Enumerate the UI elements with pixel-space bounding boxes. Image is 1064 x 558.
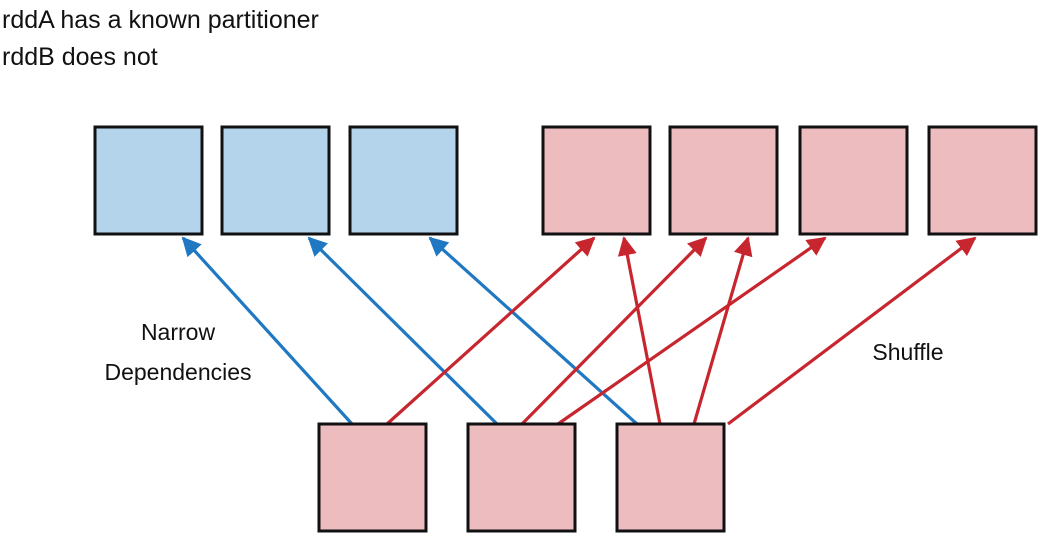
partition-boxes [93, 125, 1038, 533]
rdd-a-partition-1 [220, 125, 331, 236]
rdd-b-partition-0 [541, 125, 652, 236]
narrow-label-line-2: Dependencies [104, 359, 251, 385]
rdd-a-partition-0 [93, 125, 204, 236]
shuffle-dependency-arrow-5 [727, 236, 977, 426]
rdd-b-partition-2 [798, 125, 909, 236]
narrow-dependency-arrow-1 [307, 236, 499, 426]
shuffle-label: Shuffle [872, 339, 943, 365]
caption-line-1: rddA has a known partitioner [2, 6, 319, 34]
shuffle-dependency-arrow-0 [385, 236, 596, 426]
narrow-label-line-1: Narrow [141, 319, 216, 345]
result-partition-0 [317, 422, 428, 533]
shuffle-dependency-arrow-1 [520, 236, 708, 426]
narrow-dependency-arrow-2 [428, 236, 639, 426]
narrow-dependency-arrow-0 [181, 236, 354, 426]
result-partition-1 [466, 422, 577, 533]
shuffle-dependency-arrow-3 [617, 236, 662, 425]
dependency-arrows [181, 236, 977, 426]
rdd-a-partition-2 [348, 125, 459, 236]
shuffle-dependency-arrow-2 [557, 236, 827, 426]
rdd-b-partition-3 [927, 125, 1038, 236]
shuffle-dependency-arrow-4 [692, 236, 753, 425]
caption-line-2: rddB does not [2, 43, 158, 71]
result-partition-2 [615, 422, 726, 533]
rdd-b-partition-1 [668, 125, 779, 236]
